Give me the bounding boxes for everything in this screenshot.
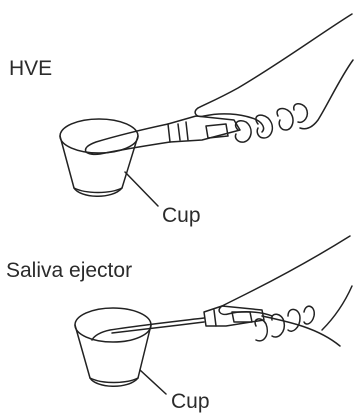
se-handpiece-ridge [214, 310, 216, 326]
hve-handpiece-ridge-1 [178, 124, 180, 140]
hve-forearm [198, 14, 352, 108]
saliva-ejector-label: Saliva ejector [6, 259, 132, 283]
hve-finger-3 [277, 109, 293, 130]
saliva-ejector-cup-label: Cup [171, 390, 210, 414]
hve-illustration [60, 14, 353, 206]
se-valve [232, 312, 252, 322]
hve-finger-4 [294, 104, 308, 123]
hve-cup-base [74, 188, 122, 193]
hve-cup-body [60, 136, 138, 196]
se-cup-body [75, 325, 151, 386]
se-thumb [219, 306, 272, 316]
se-cup-leader-line [140, 370, 166, 394]
hve-finger-2 [256, 115, 272, 138]
se-finger-2 [272, 314, 285, 337]
se-cup-base [90, 378, 138, 383]
hve-cup-leader-line [125, 172, 158, 206]
se-cup-rim [75, 308, 151, 342]
se-finger-1 [255, 319, 267, 341]
se-tubing [262, 316, 340, 346]
hve-cup-label: Cup [162, 204, 201, 228]
se-finger-3 [288, 309, 300, 331]
se-forearm [222, 236, 350, 306]
se-finger-4 [304, 306, 314, 324]
hve-cup-rim [60, 119, 138, 153]
hve-forearm-lower [300, 60, 353, 129]
hve-handpiece-ridge-2 [186, 122, 188, 140]
hve-label: HVE [9, 57, 52, 81]
hve-finger-1 [235, 121, 251, 142]
se-forearm-lower [322, 286, 352, 330]
